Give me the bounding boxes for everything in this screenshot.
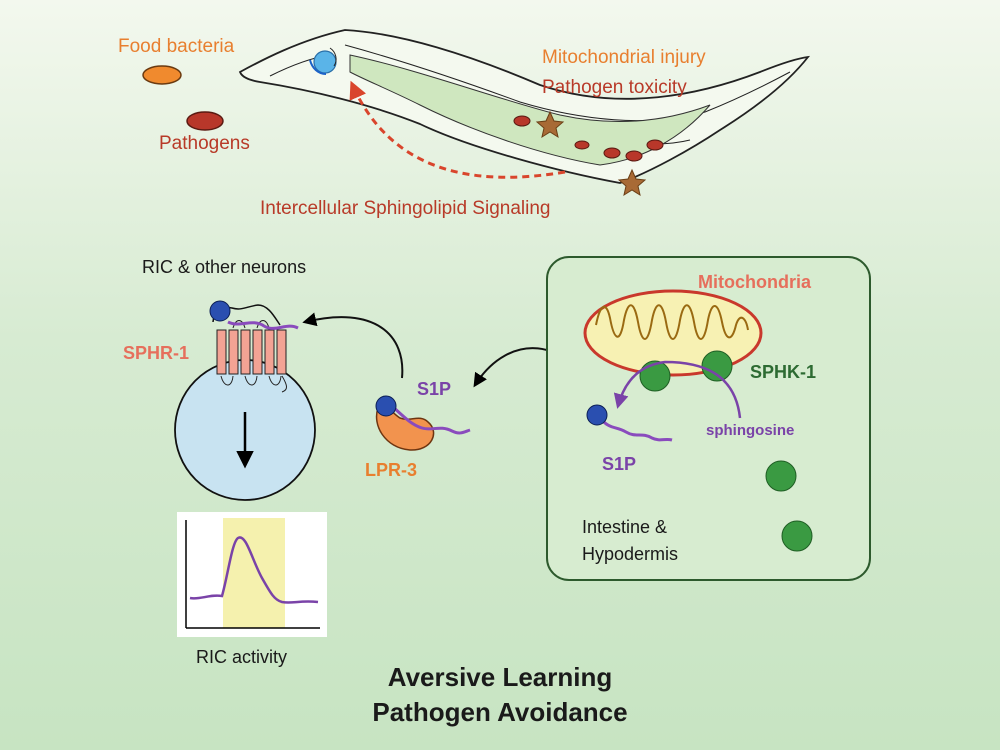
tissue-label-line2: Hypodermis — [582, 544, 679, 564]
neurons-title: RIC & other neurons — [142, 257, 307, 277]
phosphorylation-arrow — [613, 360, 742, 419]
s1p-carrier-label: S1P — [417, 379, 452, 399]
injury-star — [617, 168, 647, 197]
injury-star — [535, 110, 565, 139]
sphk1-enzyme — [765, 460, 797, 492]
worm — [238, 29, 811, 184]
sphk1-enzyme — [701, 350, 733, 382]
conclusion-line1: Aversive Learning — [387, 662, 613, 692]
s1p-tissue-label: S1P — [602, 454, 637, 474]
ric-activity-caption: RIC activity — [196, 647, 288, 667]
sphr1-label: SPHR-1 — [123, 343, 190, 363]
sphk1-enzyme — [639, 360, 671, 392]
ric-activity-plot — [177, 512, 327, 637]
food-bacterium — [142, 65, 182, 85]
pathogens-label: Pathogens — [159, 133, 250, 154]
sphr1-receptor — [209, 300, 299, 393]
sphk1-enzyme — [781, 520, 813, 552]
injury-label: Mitochondrial injury — [542, 47, 706, 68]
lpr3-carrier — [375, 395, 471, 451]
s1p-headgroup — [586, 404, 608, 426]
ligand-to-receptor-arrow — [302, 312, 404, 379]
food-bacteria-label: Food bacteria — [118, 36, 235, 57]
toxicity-label: Pathogen toxicity — [542, 77, 687, 98]
signaling-arrow — [349, 80, 566, 179]
sphingolipid-signaling-label: Intercellular Sphingolipid Signaling — [260, 198, 551, 219]
lpr3-label: LPR-3 — [365, 460, 418, 480]
tissue-label-line1: Intestine & — [582, 517, 668, 537]
s1p-tail — [598, 417, 673, 442]
conclusion-line2: Pathogen Avoidance — [372, 697, 628, 727]
worm-intestine — [349, 54, 711, 166]
worm-pharynx — [313, 50, 337, 74]
mitochondria-label: Mitochondria — [698, 272, 811, 292]
sphk1-label: SPHK-1 — [750, 362, 817, 382]
sphingosine-label: sphingosine — [706, 422, 795, 439]
pathogen-bacterium — [186, 111, 224, 131]
